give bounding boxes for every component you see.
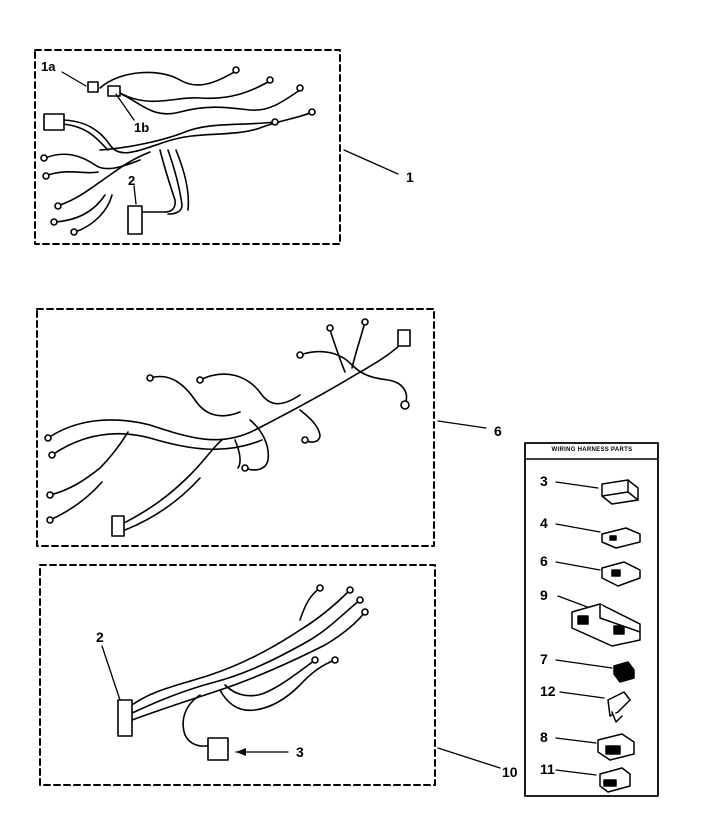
harness-10-wires [127, 587, 366, 747]
callout-6: 6 [494, 423, 502, 439]
arrowhead-3 [236, 748, 246, 756]
harness-6-box [36, 308, 435, 547]
harness-1-wires [44, 69, 313, 233]
panel-item-12: 12 [540, 683, 556, 699]
callout-3: 3 [296, 744, 304, 760]
panel-item-7: 7 [540, 651, 548, 667]
harness-1-box [34, 49, 341, 245]
harness-6-connectors [44, 318, 411, 537]
panel-item-3: 3 [540, 473, 548, 489]
panel-item-4: 4 [540, 515, 548, 531]
callout-1b: 1b [134, 120, 150, 135]
callout-1a: 1a [41, 59, 56, 74]
callout-10: 10 [502, 764, 518, 780]
panel-item-8: 8 [540, 729, 548, 745]
parts-panel-title: WIRING HARNESS PARTS [551, 447, 633, 453]
harness-10-connectors [117, 584, 369, 761]
panel-item-6: 6 [540, 553, 548, 569]
harness-6-leader [437, 420, 487, 429]
parts-panel-leaders [555, 481, 613, 776]
panel-item-11: 11 [540, 761, 555, 777]
harness-1-leaders [61, 71, 399, 205]
callout-2-bottom: 2 [96, 629, 104, 645]
panel-item-9: 9 [540, 587, 548, 603]
harness-1-connectors [40, 66, 316, 236]
parts-panel-pieces [571, 479, 641, 793]
harness-6-wires [47, 321, 408, 531]
callout-2-top: 2 [128, 173, 136, 188]
harness-10-box [39, 564, 436, 786]
parts-panel-frame [524, 442, 659, 797]
callout-1: 1 [406, 169, 414, 185]
